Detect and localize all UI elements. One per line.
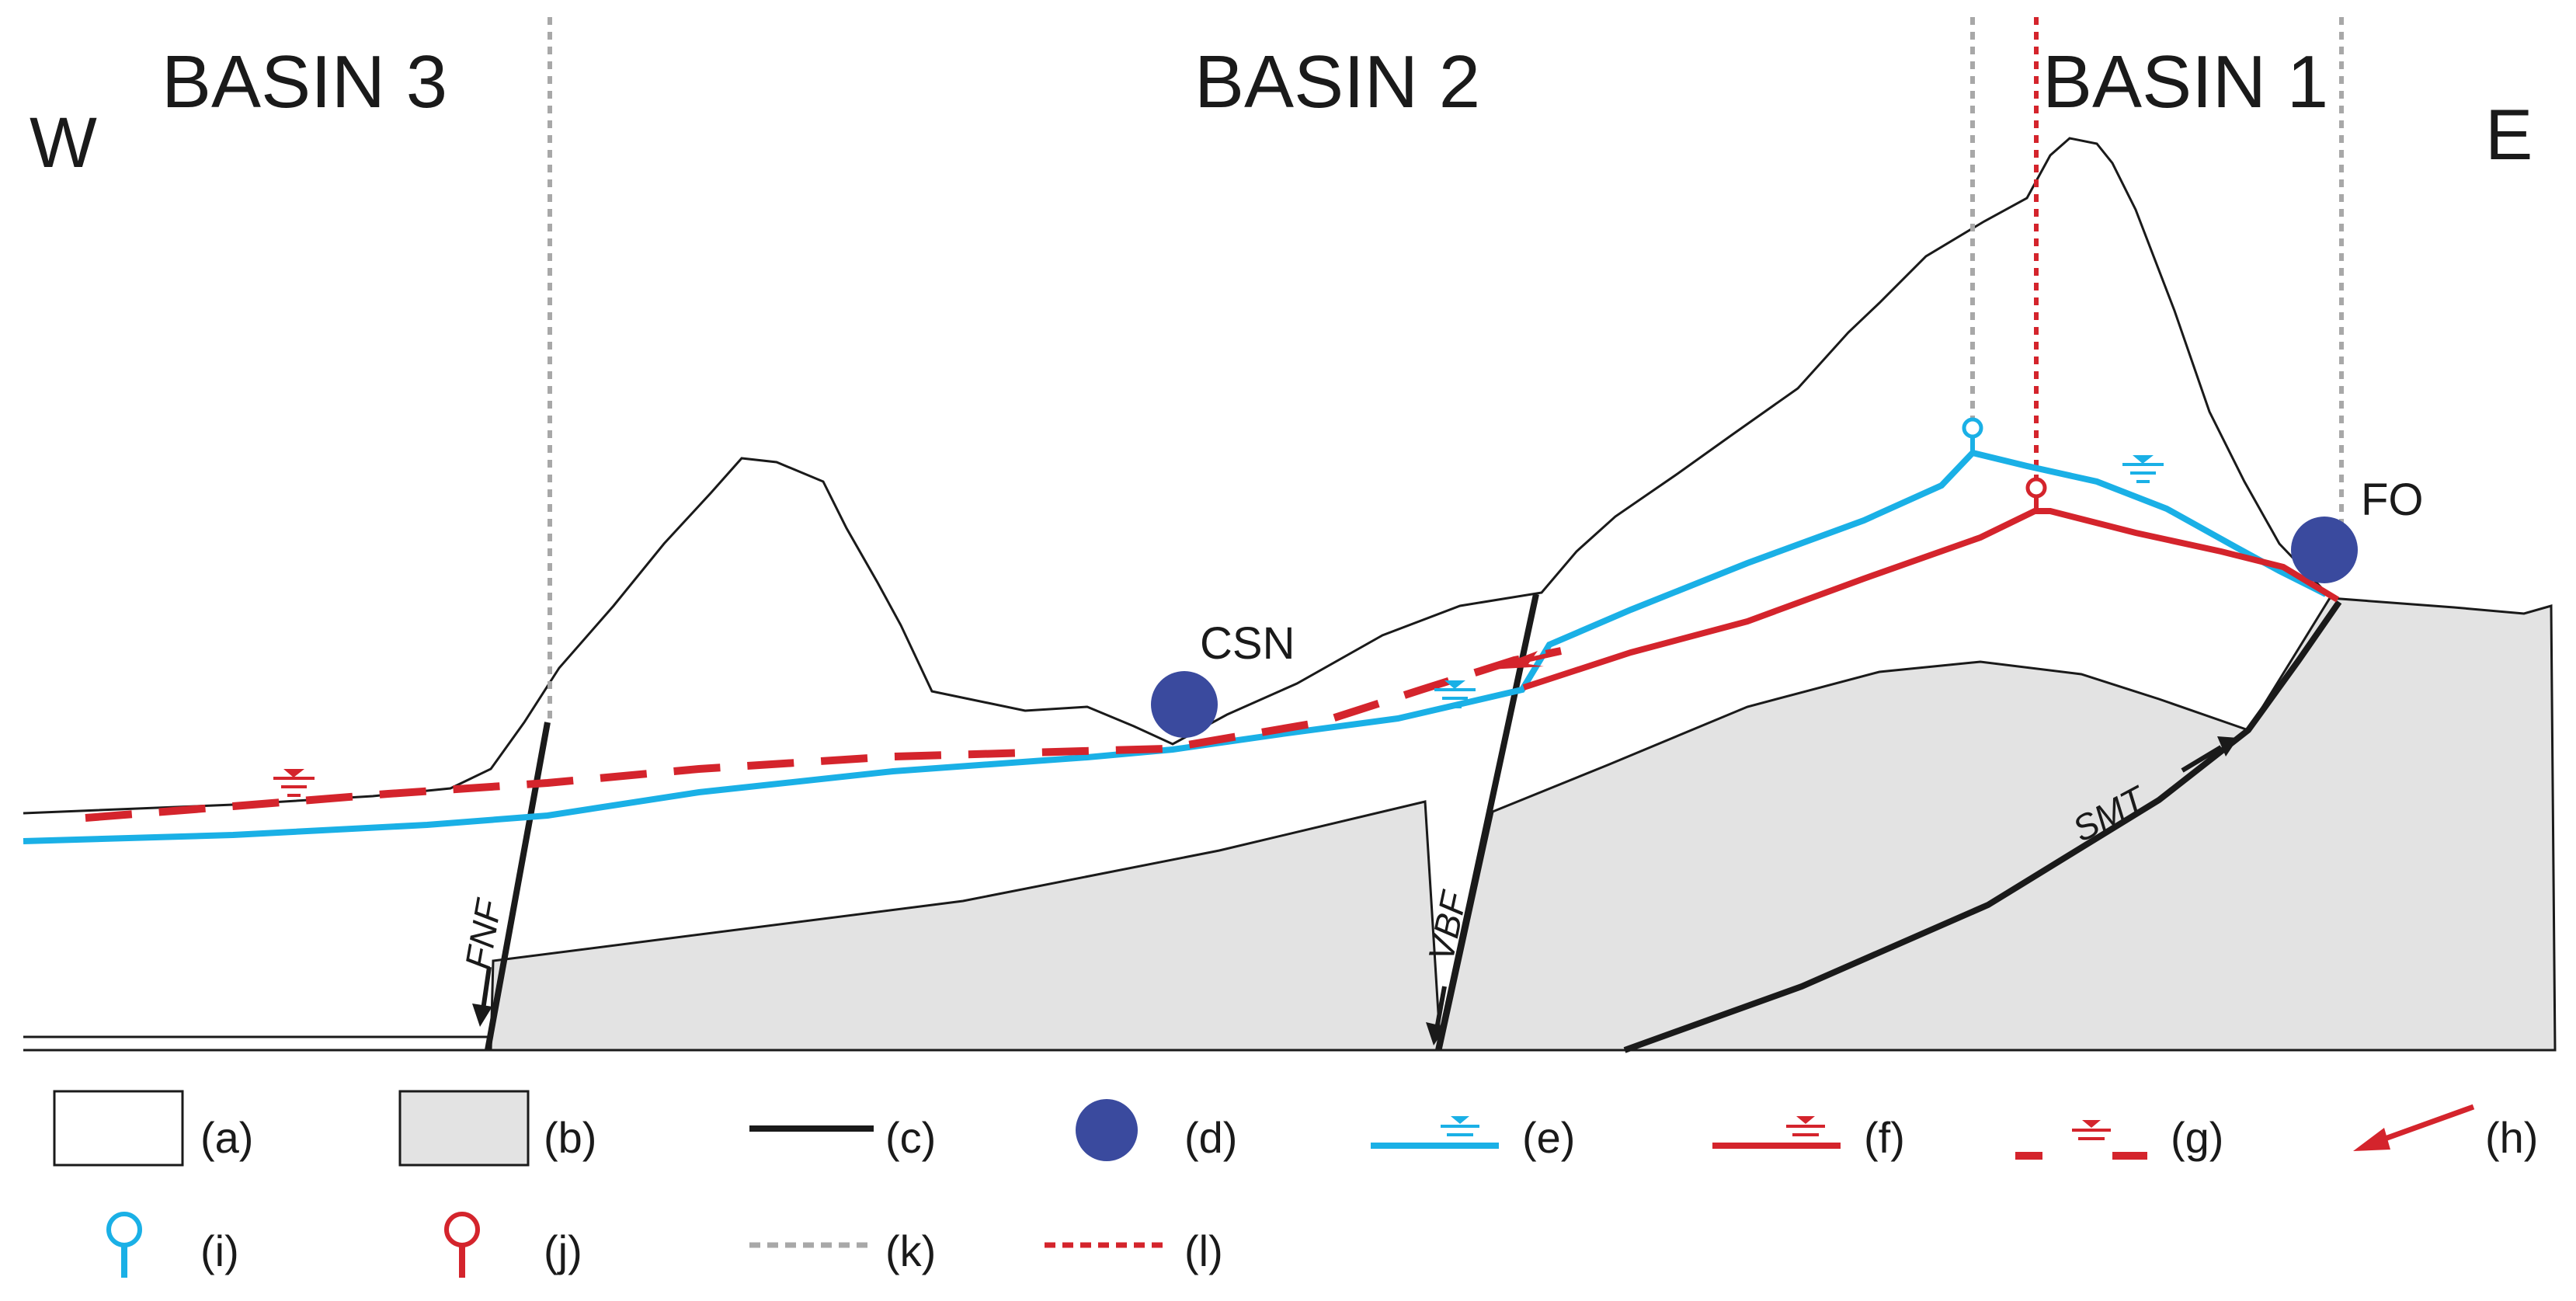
west-label: W [30, 103, 97, 183]
legend-label-j: (j) [544, 1226, 582, 1275]
water-table-blue [23, 449, 2327, 844]
fault-vbf [1435, 593, 1539, 1051]
water-table-symbols [273, 455, 2164, 797]
fnf-slip-arrow-head [472, 1004, 492, 1027]
spring-csn-dot [1151, 671, 1218, 738]
legend-label-k: (k) [885, 1226, 936, 1275]
fnf-slip-arrow-shaft [481, 966, 492, 1011]
legend: (a) (b) (c) (d) (e) (f) [53, 1090, 2538, 1278]
smt-slip-arrow-shaft [2181, 745, 2223, 773]
fault-fnf [485, 722, 551, 1051]
legend-label-f: (f) [1864, 1113, 1905, 1162]
vbf-slip-arrow-shaft [1434, 986, 1447, 1030]
legend-swatch-h [2353, 1104, 2475, 1151]
legend-label-e: (e) [1522, 1113, 1575, 1162]
flow-arrow-shaft [1498, 650, 1562, 669]
bedrock-block-east [1439, 597, 2557, 1052]
legend-label-c: (c) [885, 1113, 936, 1162]
legend-swatch-j [444, 1212, 480, 1278]
legend-swatch-b [398, 1090, 530, 1167]
water-table-symbol-red-west [273, 769, 315, 797]
legend-swatch-d [1076, 1099, 1138, 1161]
legend-swatch-i [106, 1212, 142, 1278]
water-table-red-dashed [85, 647, 1562, 822]
csn-label: CSN [1200, 618, 1295, 669]
bedrock-block-west [489, 800, 1442, 1052]
legend-swatch-f [1712, 1116, 1841, 1149]
basin-2-label: BASIN 2 [1194, 40, 1480, 123]
legend-label-b: (b) [544, 1113, 596, 1162]
legend-swatch-a [53, 1090, 184, 1167]
spring-fo-dot [2291, 517, 2358, 583]
fault-smt [1623, 600, 2342, 1053]
groundwater-divide-marker-red [2025, 477, 2047, 513]
basin-divides [548, 17, 2344, 718]
smt-slip-arrow-head [2217, 736, 2238, 757]
fo-label: FO [2361, 475, 2424, 525]
legend-label-l: (l) [1184, 1226, 1223, 1275]
legend-swatch-e [1371, 1116, 1499, 1149]
legend-label-i: (i) [200, 1226, 239, 1275]
water-table-symbol-blue-basin1 [2122, 455, 2164, 483]
water-table-symbol-blue-basin2 [1434, 680, 1476, 708]
basin-1-label: BASIN 1 [2042, 40, 2328, 123]
legend-label-d: (d) [1184, 1113, 1237, 1162]
east-label: E [2485, 96, 2533, 175]
faults [472, 593, 2342, 1053]
legend-label-h: (h) [2485, 1113, 2538, 1162]
bedrock-units [489, 594, 2557, 1052]
legend-label-g: (g) [2171, 1113, 2223, 1162]
basin-3-label: BASIN 3 [162, 40, 447, 123]
legend-label-a: (a) [200, 1113, 253, 1162]
legend-swatch-g [2015, 1120, 2147, 1160]
vbf-slip-arrow-head [1426, 1022, 1446, 1045]
groundwater-divide-marker-blue [1962, 417, 1983, 452]
topographic-profile [23, 137, 2331, 815]
